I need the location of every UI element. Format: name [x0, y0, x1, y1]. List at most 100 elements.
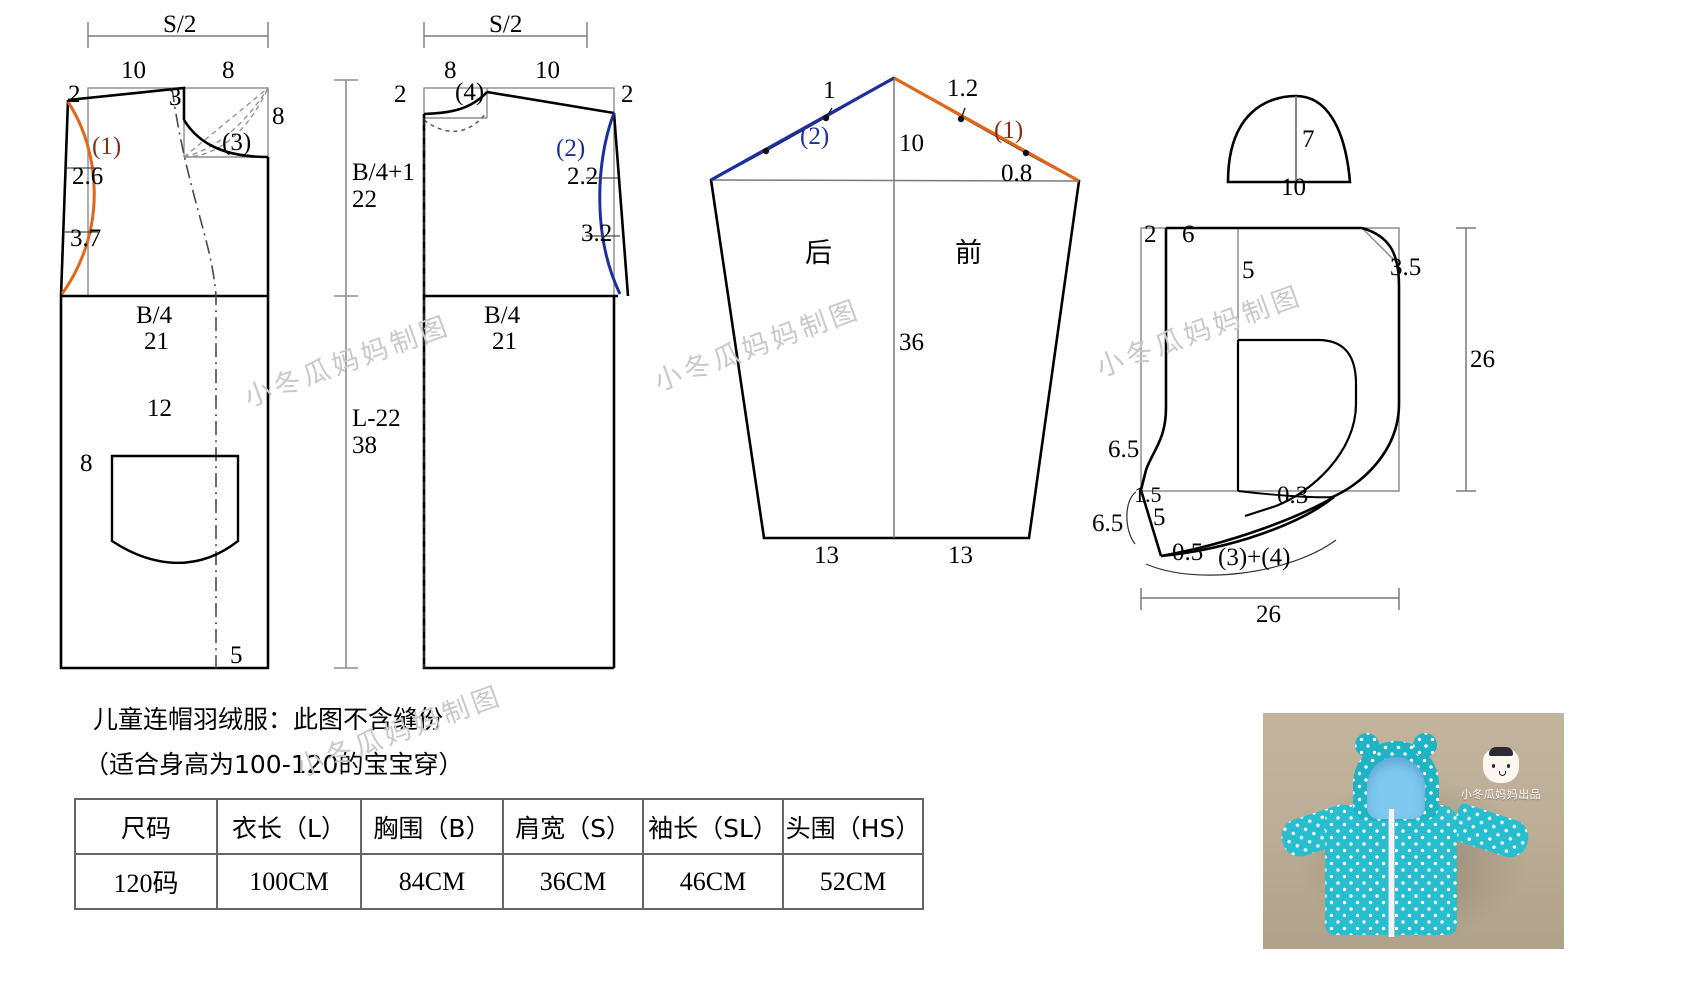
- back-s2-label: S/2: [163, 11, 197, 38]
- jacket-hood-lining: [1367, 757, 1425, 819]
- sleeve-length-label: 36: [899, 329, 924, 356]
- hood-inner-drop-label: 5: [1242, 257, 1255, 284]
- table-cell: 84CM: [360, 853, 504, 910]
- back-hem-mark-label: 5: [230, 642, 243, 669]
- back-shoulder-left-label: 10: [121, 57, 146, 84]
- table-header-row: 尺码 衣长（L） 胸围（B） 肩宽（S） 袖长（SL） 头围（HS）: [74, 798, 924, 855]
- back-chest-label: B/4: [136, 302, 173, 329]
- front-curve2-label: (2): [556, 135, 586, 162]
- front-armhole-guides: [586, 177, 620, 237]
- back-outline: [59, 86, 270, 670]
- jacket-ear-left: [1355, 733, 1379, 757]
- front-s2-dimension: [423, 22, 588, 48]
- front-armhole-guide1-label: 2.2: [567, 163, 599, 190]
- sleeve-cap-height-label: 10: [899, 130, 924, 157]
- front-neck-drop-left-label: 2: [394, 81, 407, 108]
- sleeve-back-region-label: 后: [805, 238, 832, 269]
- vertical-upper-value: 22: [352, 186, 377, 213]
- hood-left-upper-label: 6.5: [1108, 436, 1140, 463]
- sleeve-cuff-front-label: 13: [948, 542, 973, 569]
- sleeve-cuff-back-label: 13: [814, 542, 839, 569]
- hood-outline: [1139, 226, 1401, 558]
- table-cell: 36CM: [502, 853, 644, 910]
- sleeve-front-offset-low-label: 0.8: [1001, 160, 1033, 187]
- back-pocket-width-label: 12: [147, 395, 172, 422]
- back-curve3-label: (3): [222, 129, 252, 156]
- front-chest-label: B/4: [484, 302, 521, 329]
- jacket-zipper: [1388, 809, 1395, 937]
- back-armhole-guide2-label: 3.7: [70, 225, 102, 252]
- back-armhole-depth-label: 8: [272, 103, 285, 130]
- hood-inner-line: [1236, 338, 1358, 518]
- vertical-lower-value: 38: [352, 432, 377, 459]
- front-neck-label: (4): [455, 79, 485, 106]
- back-curve1-label: (1): [92, 133, 122, 160]
- caption-line-1: 儿童连帽羽绒服：此图不含缝份: [93, 705, 444, 734]
- hood-top-outline: [1226, 94, 1352, 184]
- back-s2-dimension: [87, 22, 269, 48]
- hood-top-seg1-label: 2: [1144, 221, 1157, 248]
- front-s2-label: S/2: [489, 11, 523, 38]
- vertical-dimension-ruler: [334, 79, 358, 669]
- back-shoulder-right-label: 8: [222, 57, 235, 84]
- front-armhole-guide2-label: 3.2: [581, 220, 613, 247]
- caption-line-2: （适合身高为100-120的宝宝穿）: [84, 750, 464, 779]
- back-armhole-guides: [64, 167, 100, 233]
- front-neck-drop-right-label: 2: [621, 81, 634, 108]
- table-cell: 52CM: [782, 853, 924, 910]
- front-armhole-curve: [598, 112, 622, 295]
- front-shoulder-left-label: 8: [444, 57, 457, 84]
- hood-bottom-dimension: [1140, 588, 1400, 610]
- sleeve-cap-front-chord: [893, 76, 1080, 183]
- garment-photo: 小冬瓜妈妈出品: [1263, 713, 1564, 949]
- vertical-upper-label: B/4+1: [352, 159, 415, 186]
- brand-badge: 小冬瓜妈妈出品: [1446, 747, 1556, 802]
- jacket-ear-right: [1413, 733, 1437, 757]
- hood-seam-note-label: (3)+(4): [1218, 544, 1291, 571]
- back-armhole-guide1-label: 2.6: [72, 163, 104, 190]
- hood-top-height-label: 7: [1302, 126, 1315, 153]
- sleeve-cap-points: [762, 114, 1030, 157]
- back-shoulder-slope-label: 3: [169, 84, 182, 111]
- table-cell: 100CM: [216, 853, 362, 910]
- sleeve-front-offset-label: 1.2: [947, 75, 979, 102]
- table-header-cell: 胸围（B）: [360, 798, 504, 855]
- back-pocket: [110, 454, 240, 565]
- table-cell: 46CM: [642, 853, 784, 910]
- back-fold-line: [171, 87, 217, 668]
- hood-top-width-label: 10: [1281, 174, 1306, 201]
- back-neck-drop-label: 2: [68, 81, 81, 108]
- hood-brackets: [1126, 491, 1337, 576]
- table-header-cell: 肩宽（S）: [502, 798, 644, 855]
- sleeve-front-curve-label: (1): [994, 117, 1024, 144]
- hood-bottom-width-label: 26: [1256, 601, 1281, 628]
- size-spec-table: 尺码 衣长（L） 胸围（B） 肩宽（S） 袖长（SL） 头围（HS） 120码 …: [74, 798, 924, 910]
- hood-front-dip-label: 0.3: [1277, 482, 1309, 509]
- mascot-icon: [1483, 747, 1519, 783]
- sleeve-back-offset-label: 1: [823, 77, 836, 104]
- back-armhole-curve: [60, 101, 96, 295]
- front-chest-value: 21: [492, 328, 517, 355]
- vertical-lower-label: L-22: [352, 405, 401, 432]
- table-header-cell: 袖长（SL）: [642, 798, 784, 855]
- table-cell: 120码: [74, 853, 218, 910]
- front-neck-helper: [423, 111, 488, 133]
- brand-label: 小冬瓜妈妈出品: [1460, 788, 1542, 801]
- hood-right-dimension: [1456, 227, 1476, 492]
- hood-construction-box: [1140, 227, 1400, 492]
- table-header-cell: 尺码: [74, 798, 218, 855]
- front-shoulder-right-label: 10: [535, 57, 560, 84]
- hood-right-height-label: 26: [1470, 346, 1495, 373]
- back-armhole-helpers: [183, 87, 269, 158]
- hood-neck-seg-label: 5: [1153, 504, 1166, 531]
- sleeve-outline: [709, 76, 1081, 540]
- table-row: 120码 100CM 84CM 36CM 46CM 52CM: [74, 853, 924, 910]
- hood-bottom-offset-label: 0.5: [1172, 539, 1204, 566]
- hood-neck-lines: [1237, 490, 1335, 499]
- hood-corner-bevel-label: 3.5: [1390, 254, 1422, 281]
- sleeve-cap-ticks: [825, 107, 966, 120]
- hood-top-seg2-label: 6: [1182, 221, 1195, 248]
- sleeve-cap-back-chord: [710, 76, 895, 182]
